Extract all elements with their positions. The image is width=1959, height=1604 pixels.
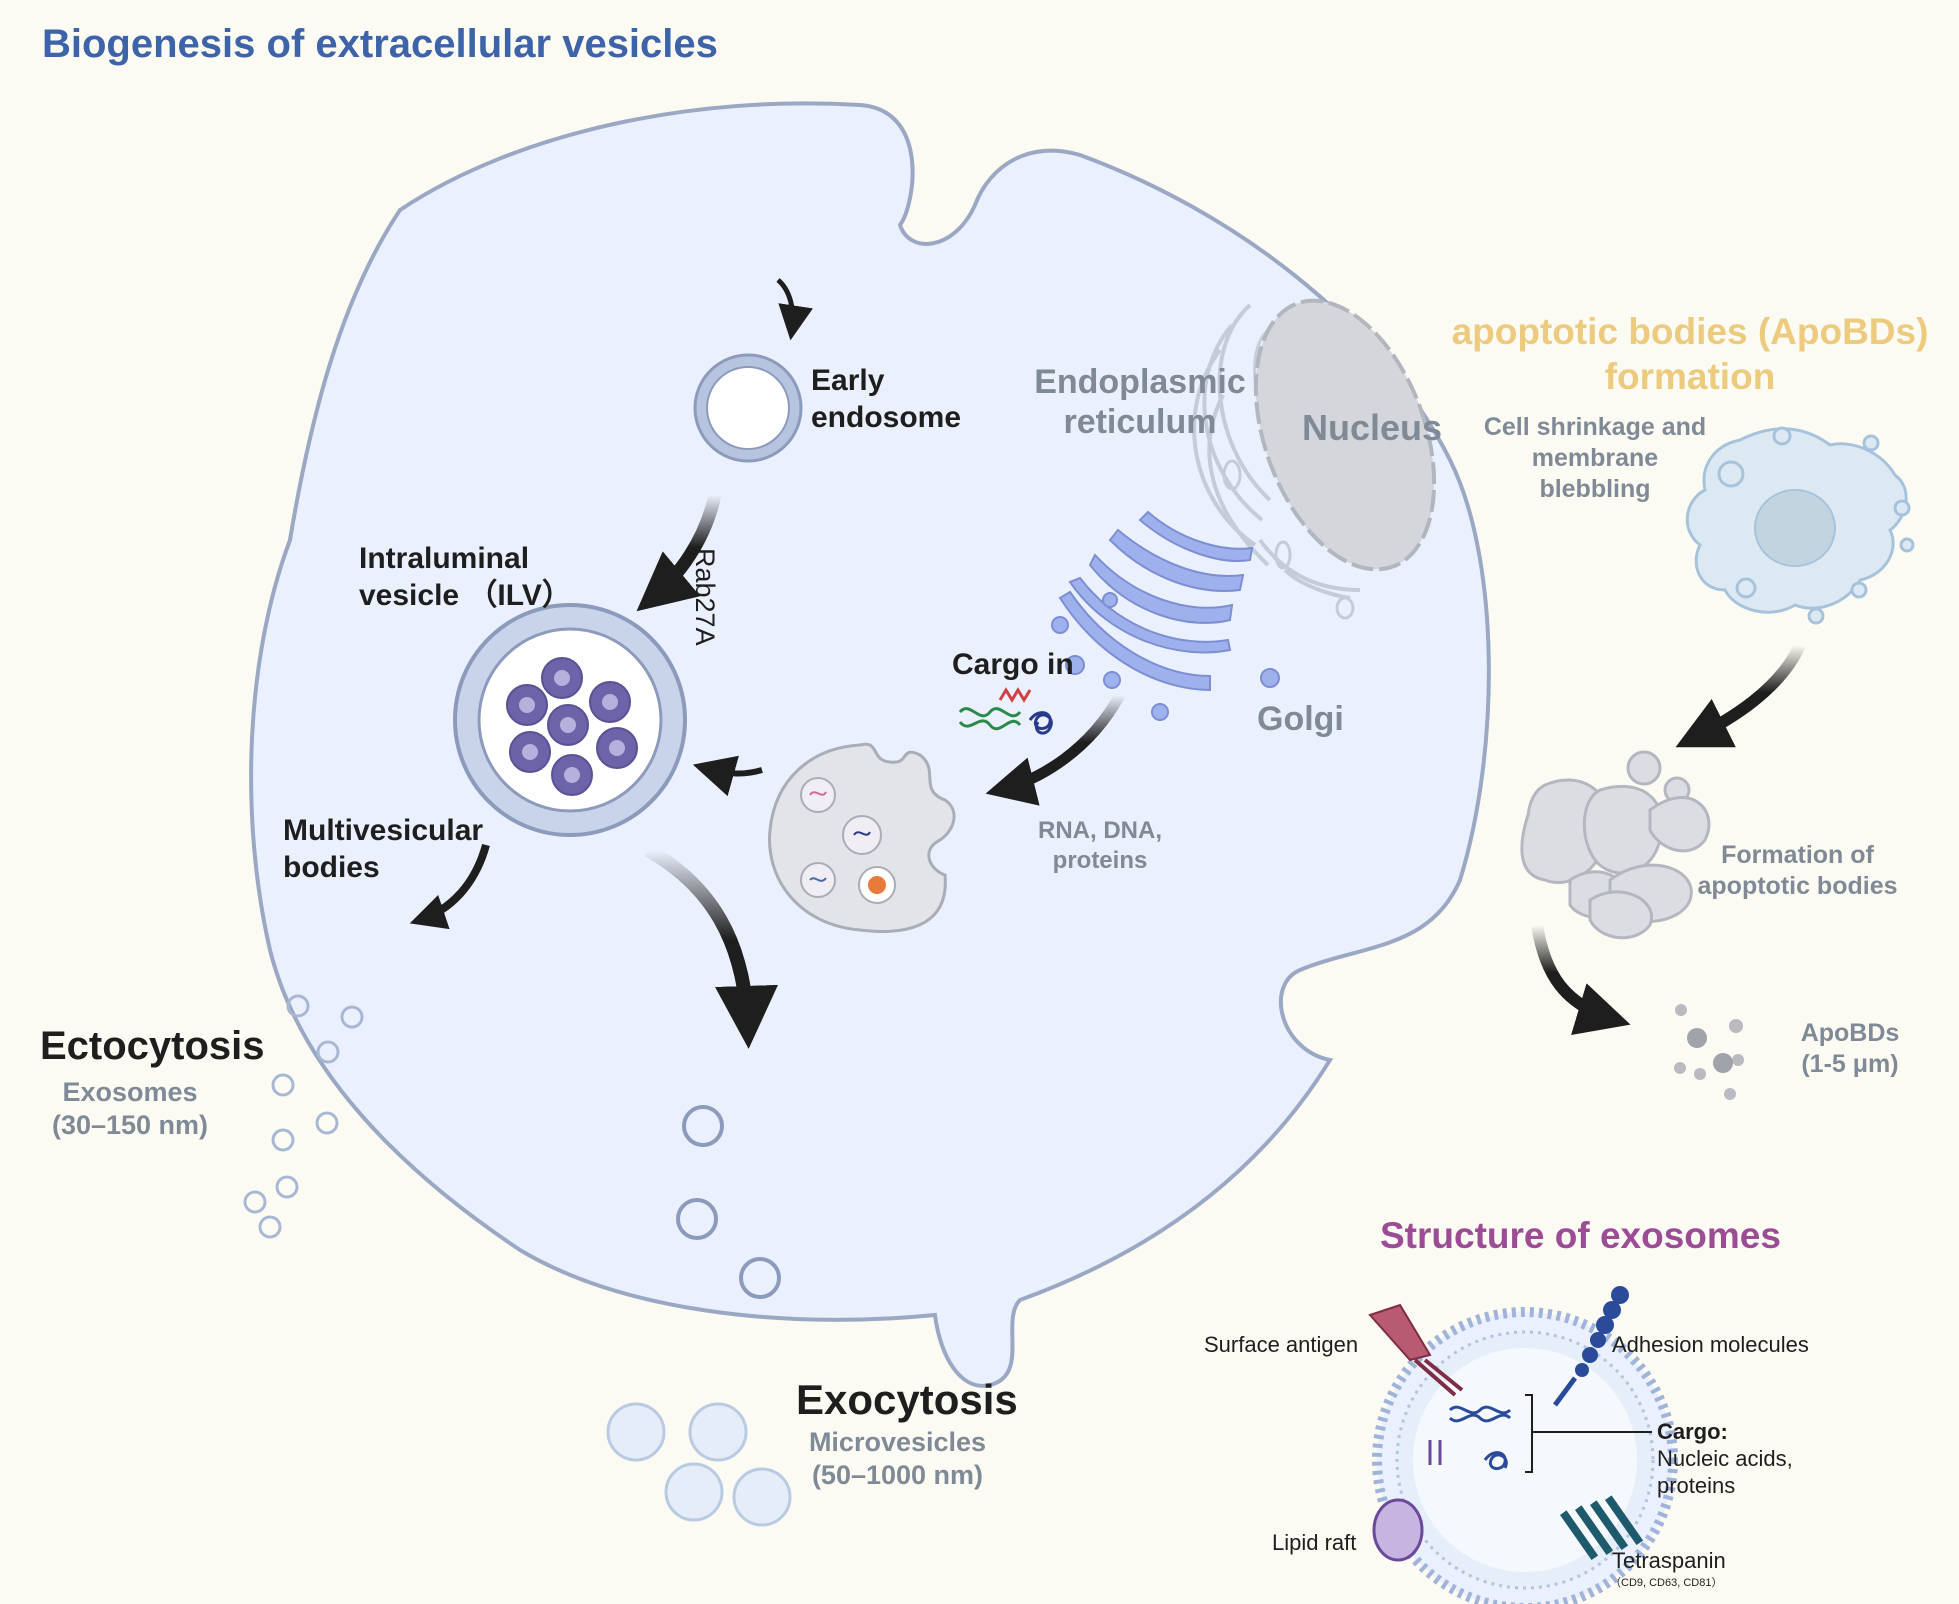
apoptotic-step1-label: Cell shrinkage and membrane blebbling (1475, 412, 1715, 505)
early-endosome-label: Early endosome (811, 362, 961, 436)
ectocytosis-title: Ectocytosis (40, 1024, 265, 1068)
nucleus-label: Nucleus (1302, 407, 1443, 448)
adhesion-label: Adhesion molecules (1612, 1332, 1809, 1357)
exocytosis-size-text: (50–1000 nm) (811, 1460, 984, 1490)
apobds-dots (1674, 1004, 1744, 1100)
ectocytosis-exosomes (243, 994, 364, 1239)
secreted-exosomes (676, 1105, 781, 1299)
apoptotic-step2-line-1: Formation of (1721, 841, 1874, 869)
cargo-molecules (958, 687, 1053, 735)
structure-title: Structure of exosomes (1380, 1215, 1781, 1256)
cargo-in-label: Cargo in (952, 648, 1074, 681)
cargo-title: Cargo: (1657, 1419, 1728, 1444)
exosome-structure (1368, 1286, 1678, 1604)
er-line-2: reticulum (1063, 403, 1217, 441)
rab27a-label: Rab27A (690, 548, 720, 646)
lipid-raft-icon (1372, 1498, 1424, 1562)
apoptotic-step1-line-3: blebbling (1539, 475, 1651, 503)
page-title: Biogenesis of extracellular vesicles (42, 22, 718, 66)
cargo-item-1: Nucleic acids, (1657, 1446, 1793, 1471)
golgi-shape (1051, 510, 1280, 721)
cargo-types-line-1: RNA, DNA, (1038, 817, 1162, 844)
mvb-label: Multivesicular bodies (283, 812, 483, 886)
golgi-label: Golgi (1257, 700, 1344, 738)
early-endosome-line-2: endosome (811, 401, 962, 434)
apoptotic-cell (1685, 426, 1915, 625)
apobds-line-2: (1-5 μm) (1801, 1050, 1899, 1078)
endoplasmic-reticulum-shape (1192, 303, 1361, 620)
apoptotic-title: apoptotic bodies (ApoBDs) formation (1430, 309, 1950, 399)
exocytosis-title: Exocytosis (796, 1376, 1018, 1423)
tetraspanin-label: Tetraspanin (1612, 1548, 1726, 1573)
apoptotic-arrow-2 (1531, 924, 1631, 1035)
ectocytosis-size-text: (30–150 nm) (51, 1110, 209, 1140)
er-line-1: Endoplasmic (1034, 363, 1246, 401)
apoptotic-title-line-1: apoptotic bodies (ApoBDs) (1451, 311, 1929, 352)
ectocytosis-subtitle: Exosomes (30–150 nm) (40, 1076, 220, 1142)
cargo-label: Cargo: Nucleic acids, proteins (1657, 1418, 1793, 1499)
apobds-line-1: ApoBDs (1800, 1019, 1900, 1047)
apoptotic-step2-line-2: apoptotic bodies (1697, 872, 1898, 900)
apoptotic-title-line-2: formation (1604, 356, 1776, 397)
cell-arrows (409, 278, 1125, 1049)
cargo-icons (1428, 1405, 1512, 1470)
cargo-bracket (1525, 1394, 1652, 1473)
nucleus (1253, 298, 1437, 572)
exocytosis-subtitle: Microvesicles (50–1000 nm) (800, 1426, 995, 1492)
apoptotic-bodies-cluster (1520, 750, 1711, 940)
cargo-item-2: proteins (1657, 1473, 1736, 1498)
apoptotic-arrow-1 (1675, 642, 1806, 748)
surface-antigen-icon (1368, 1303, 1464, 1397)
ilv-label: Intraluminal vesicle （ILV） (359, 540, 572, 614)
cargo-types-line-2: proteins (1052, 847, 1148, 874)
lipid-raft-label: Lipid raft (1272, 1530, 1357, 1555)
multivesicular-body (453, 603, 687, 837)
exocytosis-subtitle-text: Microvesicles (808, 1427, 987, 1457)
ectocytosis-subtitle-text: Exosomes (62, 1077, 198, 1107)
ilv-line-2: vesicle （ILV） (359, 579, 572, 612)
tetraspanin-examples: （CD9, CD63, CD81） (1610, 1577, 1723, 1589)
microvesicles (606, 1402, 792, 1527)
ilv-line-1: Intraluminal (359, 542, 530, 575)
mvb-line-1: Multivesicular (283, 814, 484, 847)
apobds-label: ApoBDs (1-5 μm) (1780, 1018, 1920, 1080)
cargo-sorting-vesicle (768, 742, 956, 933)
apoptotic-step2-label: Formation of apoptotic bodies (1685, 840, 1910, 902)
er-label: Endoplasmic reticulum (1030, 362, 1250, 442)
early-endosome-line-1: Early (811, 364, 885, 397)
apoptotic-step1-line-2: membrane (1531, 444, 1659, 472)
surface-antigen-label: Surface antigen (1204, 1332, 1359, 1357)
tetraspanin-icon (1560, 1495, 1644, 1561)
apoptotic-step1-line-1: Cell shrinkage and (1483, 413, 1707, 441)
adhesion-molecule-icon (1552, 1286, 1629, 1407)
cargo-types-label: RNA, DNA, proteins (1020, 816, 1180, 876)
mvb-line-2: bodies (283, 851, 380, 884)
